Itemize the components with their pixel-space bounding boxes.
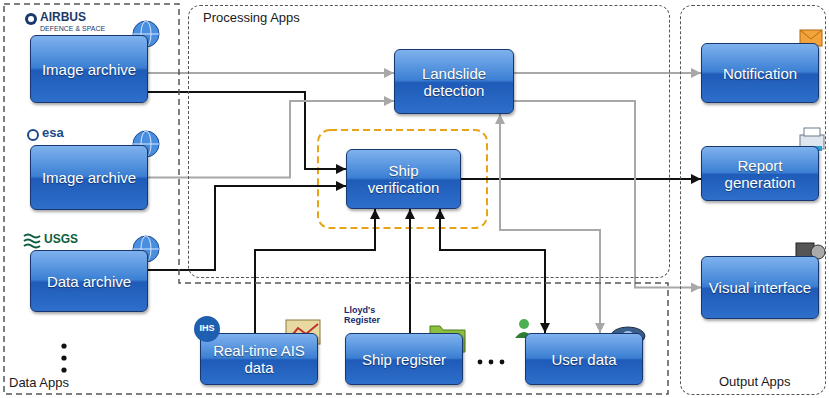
box-label: Visual interface — [703, 279, 817, 296]
esa-logo-mark — [28, 130, 38, 140]
app-group-region: Data AppsImage archiveImage archiveData … — [3, 3, 670, 395]
box-label: Ship verification — [347, 162, 460, 196]
logo-label: Lloyd's Register — [344, 306, 390, 326]
app-box: User data — [525, 333, 643, 385]
app-box: Ship verification — [346, 149, 461, 209]
logo-label: IHS — [194, 316, 220, 342]
app-box: Notification — [701, 43, 819, 103]
box-label: Image archive — [36, 169, 142, 186]
app-group-region: Processing AppsLandslide detectionShip v… — [188, 5, 670, 278]
app-box: Real-time AIS data — [200, 333, 318, 385]
app-box: Data archive — [30, 250, 148, 312]
data-flow-arrow — [514, 101, 701, 288]
app-box: Report generation — [701, 146, 819, 201]
app-box: Visual interface — [701, 256, 819, 319]
app-box: Landslide detection — [394, 49, 514, 114]
logo-label: DEFENCE & SPACE — [40, 25, 105, 33]
data-flow-arrow — [514, 72, 701, 74]
box-label: Ship register — [356, 351, 452, 368]
data-flow-arrow — [148, 186, 346, 270]
data-flow-arrow — [409, 209, 411, 333]
data-flow-arrow — [148, 72, 394, 74]
app-box: Image archive — [30, 35, 148, 103]
group-title: Processing Apps — [203, 10, 300, 25]
box-label: Image archive — [36, 61, 142, 78]
data-flow-arrow — [461, 178, 701, 180]
group-title: Output Apps — [719, 374, 791, 389]
box-label: User data — [545, 351, 622, 368]
logo-label: esa — [42, 126, 64, 140]
data-flow-arrow — [440, 209, 545, 333]
data-flow-arrow — [500, 114, 600, 333]
usgs-logo-mark — [24, 235, 40, 248]
data-flow-arrow — [148, 92, 346, 169]
app-box: Ship register — [345, 333, 463, 385]
box-label: Real-time AIS data — [201, 342, 317, 376]
group-title: Data Apps — [9, 375, 69, 390]
airbus-logo-mark — [25, 13, 37, 25]
box-label: Landslide detection — [395, 65, 513, 99]
logo-label: AIRBUS — [40, 11, 86, 24]
box-label: Report generation — [702, 157, 818, 191]
box-label: Data archive — [41, 273, 137, 290]
app-box: Image archive — [30, 145, 148, 210]
app-group-region: Output Apps NotificationReport generation… — [680, 5, 826, 395]
box-label: Notification — [717, 65, 803, 82]
logo-label: USGS — [44, 233, 78, 246]
region-outline-path — [4, 4, 668, 394]
